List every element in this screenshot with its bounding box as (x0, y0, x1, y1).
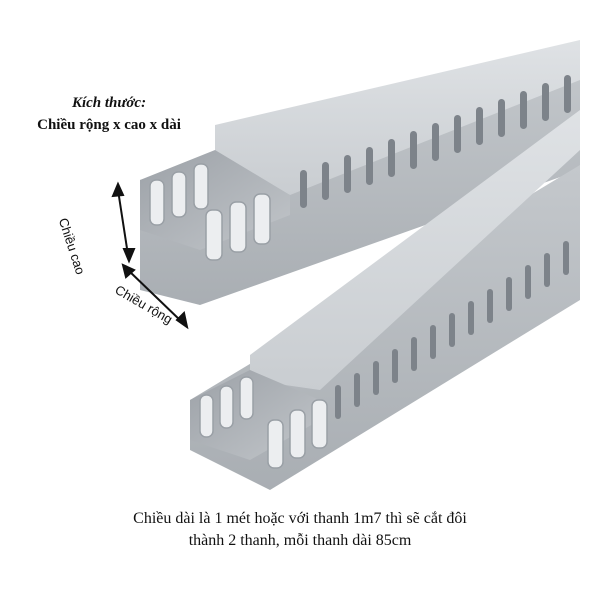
dimension-arrows (111, 181, 189, 330)
lower-duct-end-fingers (199, 376, 328, 469)
caption-line2: thành 2 thanh, mỗi thanh dài 85cm (188, 532, 412, 549)
lower-duct-cover (250, 110, 580, 390)
upper-duct-slots (300, 75, 571, 208)
lower-duct-slots (335, 241, 569, 419)
upper-duct (140, 40, 580, 305)
heading-line2: Chiều rộng x cao x dài (37, 117, 181, 133)
upper-duct-cover (215, 40, 580, 195)
height-arrow (117, 189, 129, 256)
length-caption: Chiều dài là 1 mét hoặc với thanh 1m7 th… (40, 508, 560, 552)
lower-duct (190, 110, 580, 490)
upper-duct-end-fingers (149, 163, 271, 261)
heading-line1: Kích thước: (71, 95, 147, 111)
dimension-heading: Kích thước: Chiều rộng x cao x dài (14, 92, 204, 136)
width-arrow (127, 269, 183, 323)
caption-line1: Chiều dài là 1 mét hoặc với thanh 1m7 th… (133, 510, 467, 527)
